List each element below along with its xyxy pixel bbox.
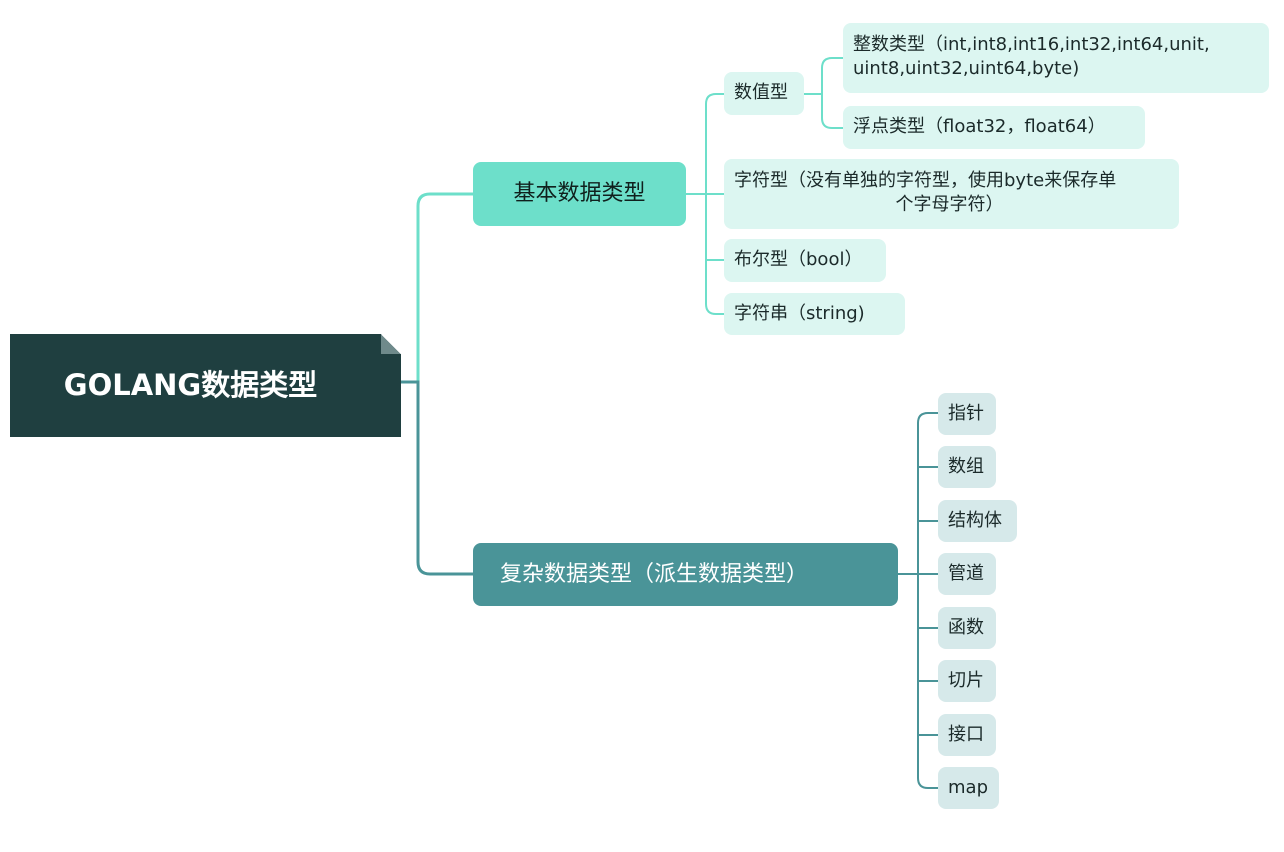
char-type-topic[interactable]: 字符型（没有单独的字符型，使用byte来保存单 个字母字符） xyxy=(724,159,1179,229)
function-label: 函数 xyxy=(948,616,984,638)
array-label: 数组 xyxy=(948,455,984,477)
root-to-basic-line xyxy=(401,192,473,384)
function-topic[interactable]: 函数 xyxy=(938,607,996,649)
integer-types-topic[interactable]: 整数类型（int,int8,int16,int32,int64,unit, ui… xyxy=(843,23,1269,93)
basic-types-label: 基本数据类型 xyxy=(513,181,646,207)
interface-topic[interactable]: 接口 xyxy=(938,714,996,756)
complex-types-label: 复杂数据类型（派生数据类型） xyxy=(500,561,809,587)
array-topic[interactable]: 数组 xyxy=(938,446,996,488)
root-topic[interactable]: GOLANG数据类型 xyxy=(10,334,401,437)
map-label: map xyxy=(948,776,988,798)
complex-types-topic[interactable]: 复杂数据类型（派生数据类型） xyxy=(473,543,898,606)
pointer-label: 指针 xyxy=(948,402,984,424)
root-to-complex-line xyxy=(401,380,473,576)
map-topic[interactable]: map xyxy=(938,767,999,809)
numeric-children-line xyxy=(804,57,843,129)
basic-types-topic[interactable]: 基本数据类型 xyxy=(473,162,686,226)
bool-type-label: 布尔型（bool） xyxy=(734,249,863,271)
float-types-topic[interactable]: 浮点类型（float32，float64） xyxy=(843,106,1145,149)
pointer-topic[interactable]: 指针 xyxy=(938,393,996,435)
interface-label: 接口 xyxy=(948,723,984,745)
string-type-label: 字符串（string) xyxy=(734,302,865,324)
slice-label: 切片 xyxy=(948,669,984,691)
char-type-line-2: 个字母字符） xyxy=(895,194,1004,216)
string-type-topic[interactable]: 字符串（string) xyxy=(724,293,905,335)
basic-children-spine xyxy=(705,93,724,315)
channel-label: 管道 xyxy=(948,562,984,584)
struct-label: 结构体 xyxy=(948,509,1002,531)
numeric-topic[interactable]: 数值型 xyxy=(724,72,804,115)
complex-children-spine xyxy=(917,412,938,789)
integer-types-line-2: uint8,uint32,uint64,byte) xyxy=(853,58,1080,80)
float-types-label: 浮点类型（float32，float64） xyxy=(853,116,1106,138)
numeric-label: 数值型 xyxy=(734,82,788,104)
struct-topic[interactable]: 结构体 xyxy=(938,500,1017,542)
channel-topic[interactable]: 管道 xyxy=(938,553,996,595)
integer-types-line-1: 整数类型（int,int8,int16,int32,int64,unit, xyxy=(853,34,1210,55)
root-topic-label: GOLANG数据类型 xyxy=(63,367,318,402)
char-type-line-1: 字符型（没有单独的字符型，使用byte来保存单 xyxy=(734,170,1117,191)
note-corner-icon xyxy=(381,334,401,354)
slice-topic[interactable]: 切片 xyxy=(938,660,996,702)
bool-type-topic[interactable]: 布尔型（bool） xyxy=(724,239,886,282)
